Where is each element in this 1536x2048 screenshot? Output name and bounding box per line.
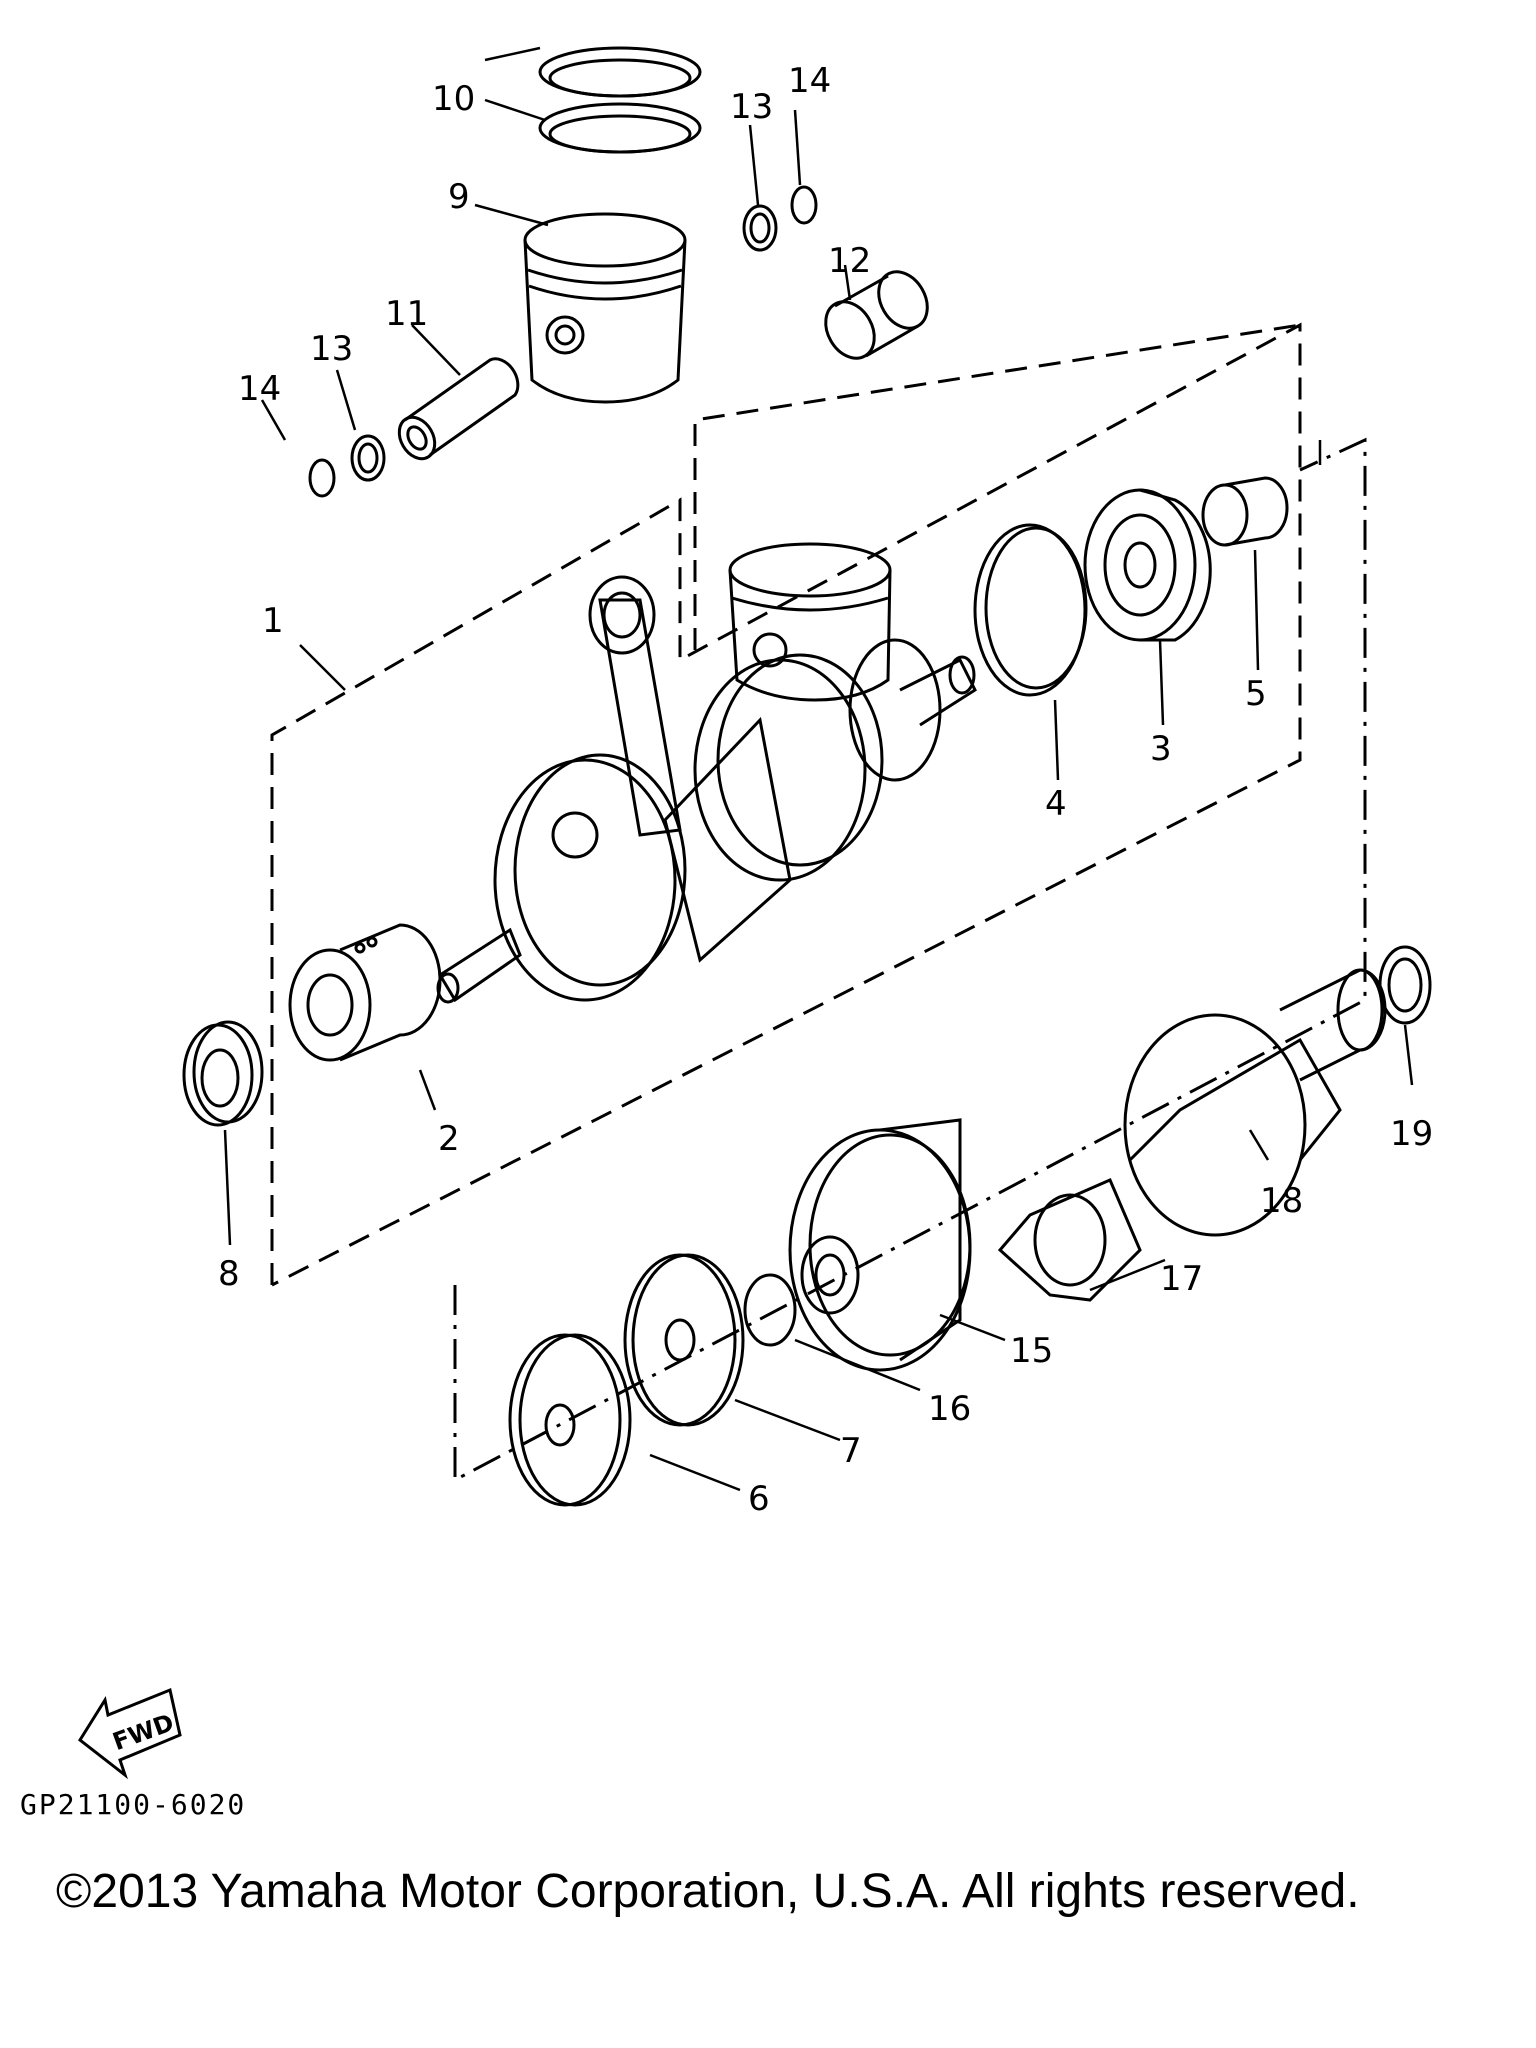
- copyright-notice: ©2013 Yamaha Motor Corporation, U.S.A. A…: [56, 1865, 1360, 1918]
- label-13-right: 13: [730, 87, 773, 127]
- wrist-pin: [397, 357, 520, 461]
- label-7: 7: [840, 1431, 862, 1471]
- label-3: 3: [1150, 729, 1172, 769]
- label-12: 12: [828, 241, 871, 281]
- crankshaft: [436, 542, 977, 1004]
- assembly-outline-pump: [453, 437, 1367, 1483]
- label-2: 2: [438, 1119, 460, 1159]
- drive-coupling: [1123, 968, 1387, 1237]
- o-ring: [743, 1273, 797, 1347]
- assembly-outline-crank: [270, 322, 1302, 1287]
- label-9: 9: [448, 177, 470, 217]
- label-14-right: 14: [788, 61, 831, 101]
- assembly-outline-piston: [693, 323, 1301, 650]
- washers: [508, 1253, 745, 1507]
- bearing-right: [1083, 488, 1212, 642]
- part-labels: 1 2 3 4 5 6 7 8 9 10 11 12 13 13 14 14 1…: [218, 61, 1433, 1519]
- collar: [1201, 476, 1289, 547]
- oil-seal-right: [1378, 945, 1432, 1025]
- label-11: 11: [385, 294, 428, 334]
- label-6: 6: [748, 1479, 770, 1519]
- label-18: 18: [1260, 1181, 1303, 1221]
- label-8: 8: [218, 1254, 240, 1294]
- label-13-left: 13: [310, 329, 353, 369]
- label-5: 5: [1245, 674, 1267, 714]
- label-1: 1: [262, 601, 284, 641]
- leader-lines: [223, 46, 1414, 1492]
- coupling-housing: [788, 1118, 972, 1372]
- label-19: 19: [1390, 1114, 1433, 1154]
- oil-seal-left: [182, 1020, 264, 1127]
- label-17: 17: [1160, 1259, 1203, 1299]
- circlip: [973, 523, 1088, 697]
- rubber-damper: [997, 1178, 1142, 1302]
- label-16: 16: [928, 1389, 971, 1429]
- fwd-arrow-icon: FWD: [78, 1687, 182, 1780]
- label-10: 10: [432, 79, 475, 119]
- piston-rings: [538, 46, 702, 154]
- needle-bearing: [824, 270, 929, 360]
- label-4: 4: [1045, 784, 1067, 824]
- clips: [308, 185, 818, 498]
- diagram-code: GP21100-6020: [20, 1788, 247, 1821]
- label-15: 15: [1010, 1331, 1053, 1371]
- label-14-left: 14: [238, 369, 281, 409]
- piston: [523, 212, 687, 404]
- bearing-left: [288, 923, 442, 1062]
